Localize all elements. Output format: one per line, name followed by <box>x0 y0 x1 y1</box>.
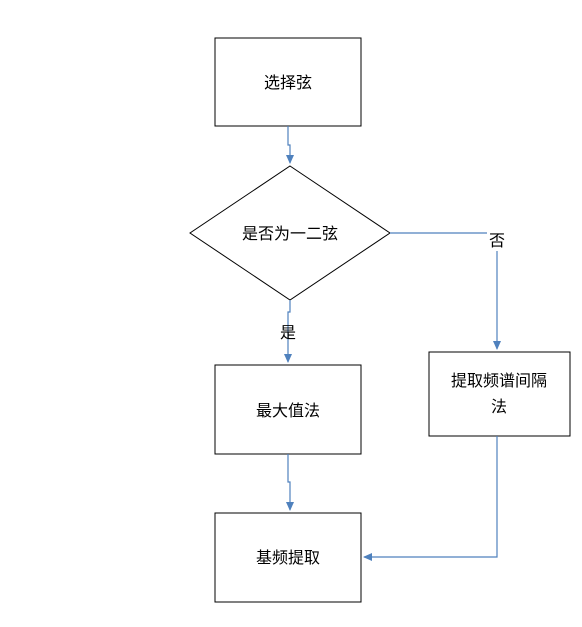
node-spectrum-interval: 提取频谱间隔 法 <box>428 351 571 437</box>
connector-max-to-fundamental <box>286 454 294 511</box>
node-max-value: 最大值法 <box>214 364 362 455</box>
node-spectrum-interval-label-line1: 提取频谱间隔 <box>451 371 547 390</box>
edge-label-no: 否 <box>489 231 505 250</box>
connector-select-to-decision <box>286 126 294 164</box>
node-select-string-label: 选择弦 <box>264 73 312 92</box>
edge-label-yes: 是 <box>280 323 296 342</box>
connector-spectrum-to-fundamental <box>363 436 498 561</box>
connector-decision-no <box>390 232 501 350</box>
node-decision: 是否为一二弦 <box>189 165 391 301</box>
connector-decision-yes <box>284 300 292 363</box>
node-fundamental: 基频提取 <box>214 512 362 603</box>
node-decision-label: 是否为一二弦 <box>242 224 338 243</box>
node-select-string-box <box>214 37 362 127</box>
node-spectrum-interval-label-line2: 法 <box>491 397 507 416</box>
edge-label-no-bg <box>487 229 507 251</box>
node-fundamental-box <box>214 512 362 603</box>
node-fundamental-label: 基频提取 <box>256 548 320 567</box>
node-spectrum-interval-box <box>428 351 571 437</box>
node-max-value-label: 最大值法 <box>256 401 320 420</box>
node-select-string: 选择弦 <box>214 37 362 127</box>
